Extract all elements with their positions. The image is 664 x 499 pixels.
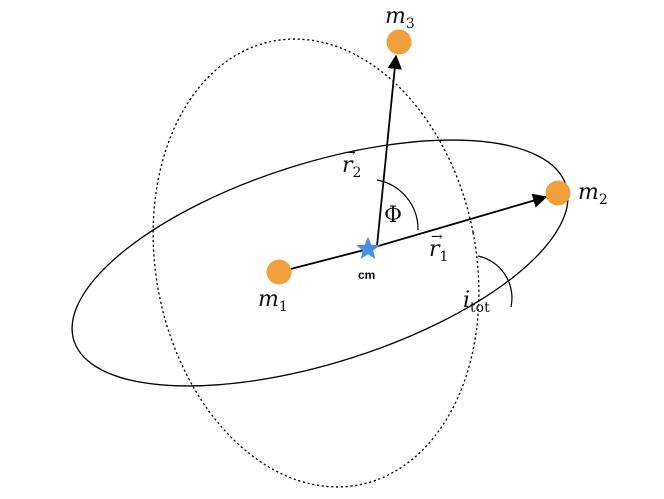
vector-r1-arrow [367, 193, 548, 250]
label-m1: m1 [258, 287, 288, 315]
label-r2: r2 [342, 153, 361, 181]
vector-r2-arrow [376, 54, 402, 247]
label-m2: m2 [578, 180, 608, 208]
inner-orbit-ellipse [71, 139, 569, 387]
phi-angle-arc [376, 179, 419, 231]
label-r1: r1 [429, 237, 448, 265]
mass-m3 [386, 29, 412, 55]
mass-m2 [545, 180, 571, 206]
outer-orbit-ellipse [152, 38, 480, 488]
label-itot: itot [463, 288, 490, 316]
label-cm: cm [358, 268, 375, 282]
m1-to-cm-line [278, 248, 369, 273]
mass-m1 [266, 259, 292, 285]
label-r1-arrow: → [431, 229, 443, 245]
label-phi: Φ [384, 203, 402, 228]
label-m3: m3 [385, 4, 415, 32]
star-icon [356, 236, 380, 259]
label-r2-arrow: → [344, 145, 356, 161]
itot-angle-arc [477, 255, 513, 308]
